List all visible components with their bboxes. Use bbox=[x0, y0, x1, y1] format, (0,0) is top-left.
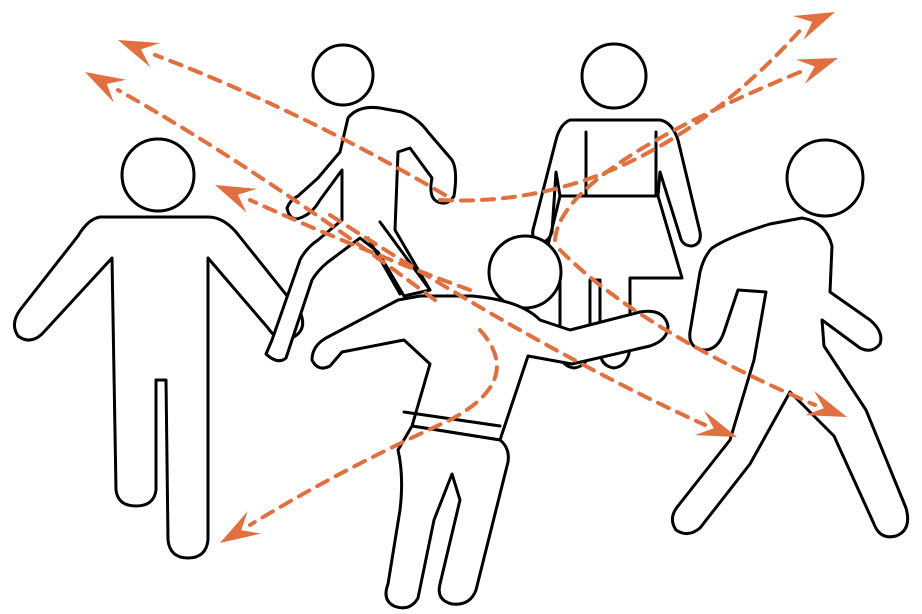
running-person-center-head bbox=[489, 236, 561, 308]
standing-man-body bbox=[14, 217, 302, 558]
arrow-3-head-icon bbox=[793, 12, 835, 40]
running-person-center-legs bbox=[386, 426, 508, 608]
standing-man-icon bbox=[14, 139, 302, 558]
arrow-8-head-icon bbox=[220, 511, 261, 543]
walking-person-right-head bbox=[787, 140, 863, 216]
arrow-2-head-icon bbox=[85, 72, 126, 103]
walking-person-back-head bbox=[313, 45, 373, 105]
walking-person-right-icon bbox=[672, 140, 907, 537]
standing-man-head bbox=[122, 139, 194, 211]
woman-in-skirt-head bbox=[582, 44, 646, 108]
arrow-4-head-icon bbox=[796, 58, 838, 84]
walking-person-right-body bbox=[672, 218, 907, 537]
